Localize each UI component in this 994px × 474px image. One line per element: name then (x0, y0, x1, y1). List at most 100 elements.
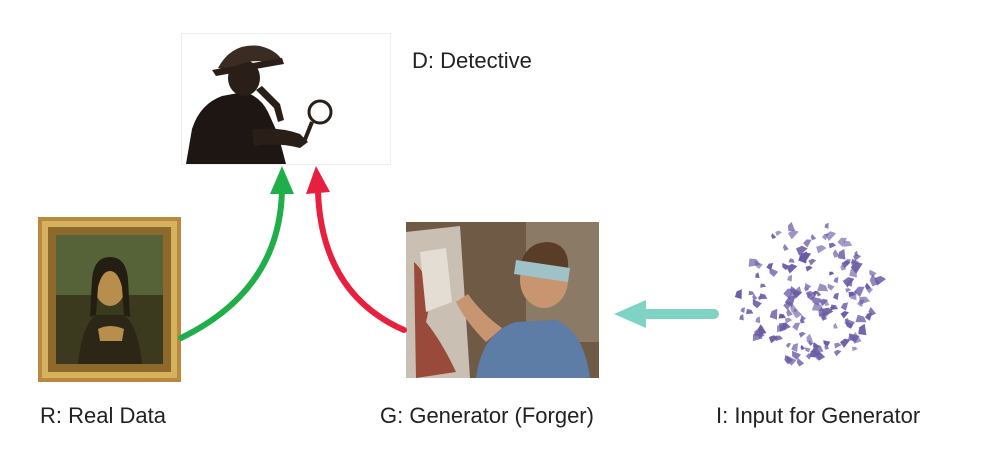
noise-shard (752, 293, 758, 301)
noise-shard (782, 263, 790, 271)
noise-shard (833, 277, 839, 284)
noise-shard (850, 259, 860, 268)
noise-shard (792, 308, 803, 319)
noise-shard (783, 301, 793, 311)
noise-shard (752, 298, 762, 309)
noise-shard (853, 254, 862, 262)
noise-shard (748, 290, 755, 296)
noise-shard (788, 258, 795, 263)
input-label: I: Input for Generator (716, 403, 921, 428)
noise-shard (758, 333, 765, 339)
noise-shard (840, 302, 849, 311)
noise-shard (833, 322, 838, 329)
noise-shard (817, 283, 829, 292)
noise-shard (778, 313, 786, 319)
noise-shard (827, 283, 835, 291)
generator-label: G: Generator (Forger) (380, 403, 594, 428)
noise-shard (740, 307, 745, 313)
noise-shard (748, 258, 761, 267)
generator-image (406, 222, 599, 378)
noise-shard (766, 262, 774, 271)
noise-shard (848, 291, 856, 298)
noise-shard (792, 322, 801, 331)
noise-shard (799, 317, 805, 324)
fake-arrowhead (306, 166, 330, 194)
noise-shard (771, 233, 777, 240)
noise-shard (842, 277, 855, 288)
noise-shard (804, 347, 811, 353)
noise-shard (855, 314, 867, 323)
noise-shard (800, 344, 805, 351)
noise-shard (816, 244, 827, 254)
noise-shard (755, 316, 761, 324)
noise-shard (824, 343, 830, 350)
noise-shard (787, 221, 796, 232)
noise-shard (776, 325, 787, 333)
noise-shard (845, 318, 856, 329)
noise-shard (829, 271, 835, 276)
noise-shard (843, 240, 853, 247)
noise-shard (786, 263, 798, 274)
noise-shard (816, 350, 826, 361)
noise-shard (745, 308, 754, 315)
noise-shard (769, 308, 778, 320)
noise-shard (840, 263, 847, 271)
noise-shard (824, 222, 829, 229)
noise-shard (838, 248, 846, 260)
noise-shard (825, 231, 837, 242)
input-arrowhead (614, 300, 646, 328)
noise-shard (845, 288, 852, 293)
noise-shard (834, 342, 842, 349)
noise-shard (806, 333, 814, 343)
noise-shard (804, 286, 809, 292)
noise-cloud (734, 221, 887, 367)
noise-shard (796, 357, 805, 367)
noise-shard (818, 311, 830, 322)
real-arrowhead (270, 166, 294, 194)
noise-shard (869, 269, 877, 278)
noise-shard (828, 242, 837, 249)
noise-shard (824, 299, 830, 306)
noise-shard (832, 249, 840, 258)
noise-shard (833, 349, 842, 357)
noise-shard (805, 290, 815, 299)
noise-shard (787, 274, 793, 282)
noise-shard (857, 299, 865, 308)
noise-shard (808, 340, 814, 346)
noise-shard (853, 286, 865, 297)
noise-shard (755, 272, 760, 279)
noise-shard (769, 267, 779, 277)
noise-shard (758, 293, 768, 300)
noise-shard (823, 340, 831, 347)
noise-shard (832, 292, 839, 300)
noise-shard (798, 331, 806, 338)
noise-shard (840, 311, 849, 319)
noise-shard (798, 251, 808, 264)
noise-shard (829, 306, 836, 311)
detective-image (182, 34, 390, 164)
real-data-image (38, 217, 181, 382)
noise-shard (805, 265, 813, 272)
noise-shard (811, 296, 822, 306)
noise-shard (784, 317, 793, 324)
noise-shard (837, 237, 847, 247)
noise-shard (810, 234, 817, 241)
noise-shard (816, 291, 822, 297)
noise-shard (812, 290, 819, 297)
noise-shard (786, 308, 793, 317)
noise-shard (782, 243, 789, 251)
noise-shard (787, 229, 799, 240)
noise-shard (792, 290, 803, 299)
noise-shard (784, 295, 796, 308)
noise-shard (775, 230, 782, 237)
detective-label: D: Detective (412, 48, 532, 73)
noise-shard (839, 338, 851, 348)
noise-shard (795, 245, 808, 256)
noise-shard (775, 335, 783, 341)
noise-shard (868, 306, 877, 316)
noise-shard (734, 289, 742, 300)
noise-shard (803, 239, 812, 248)
noise-shard (760, 283, 767, 288)
noise-shard (865, 282, 872, 290)
noise-shard (791, 343, 799, 352)
